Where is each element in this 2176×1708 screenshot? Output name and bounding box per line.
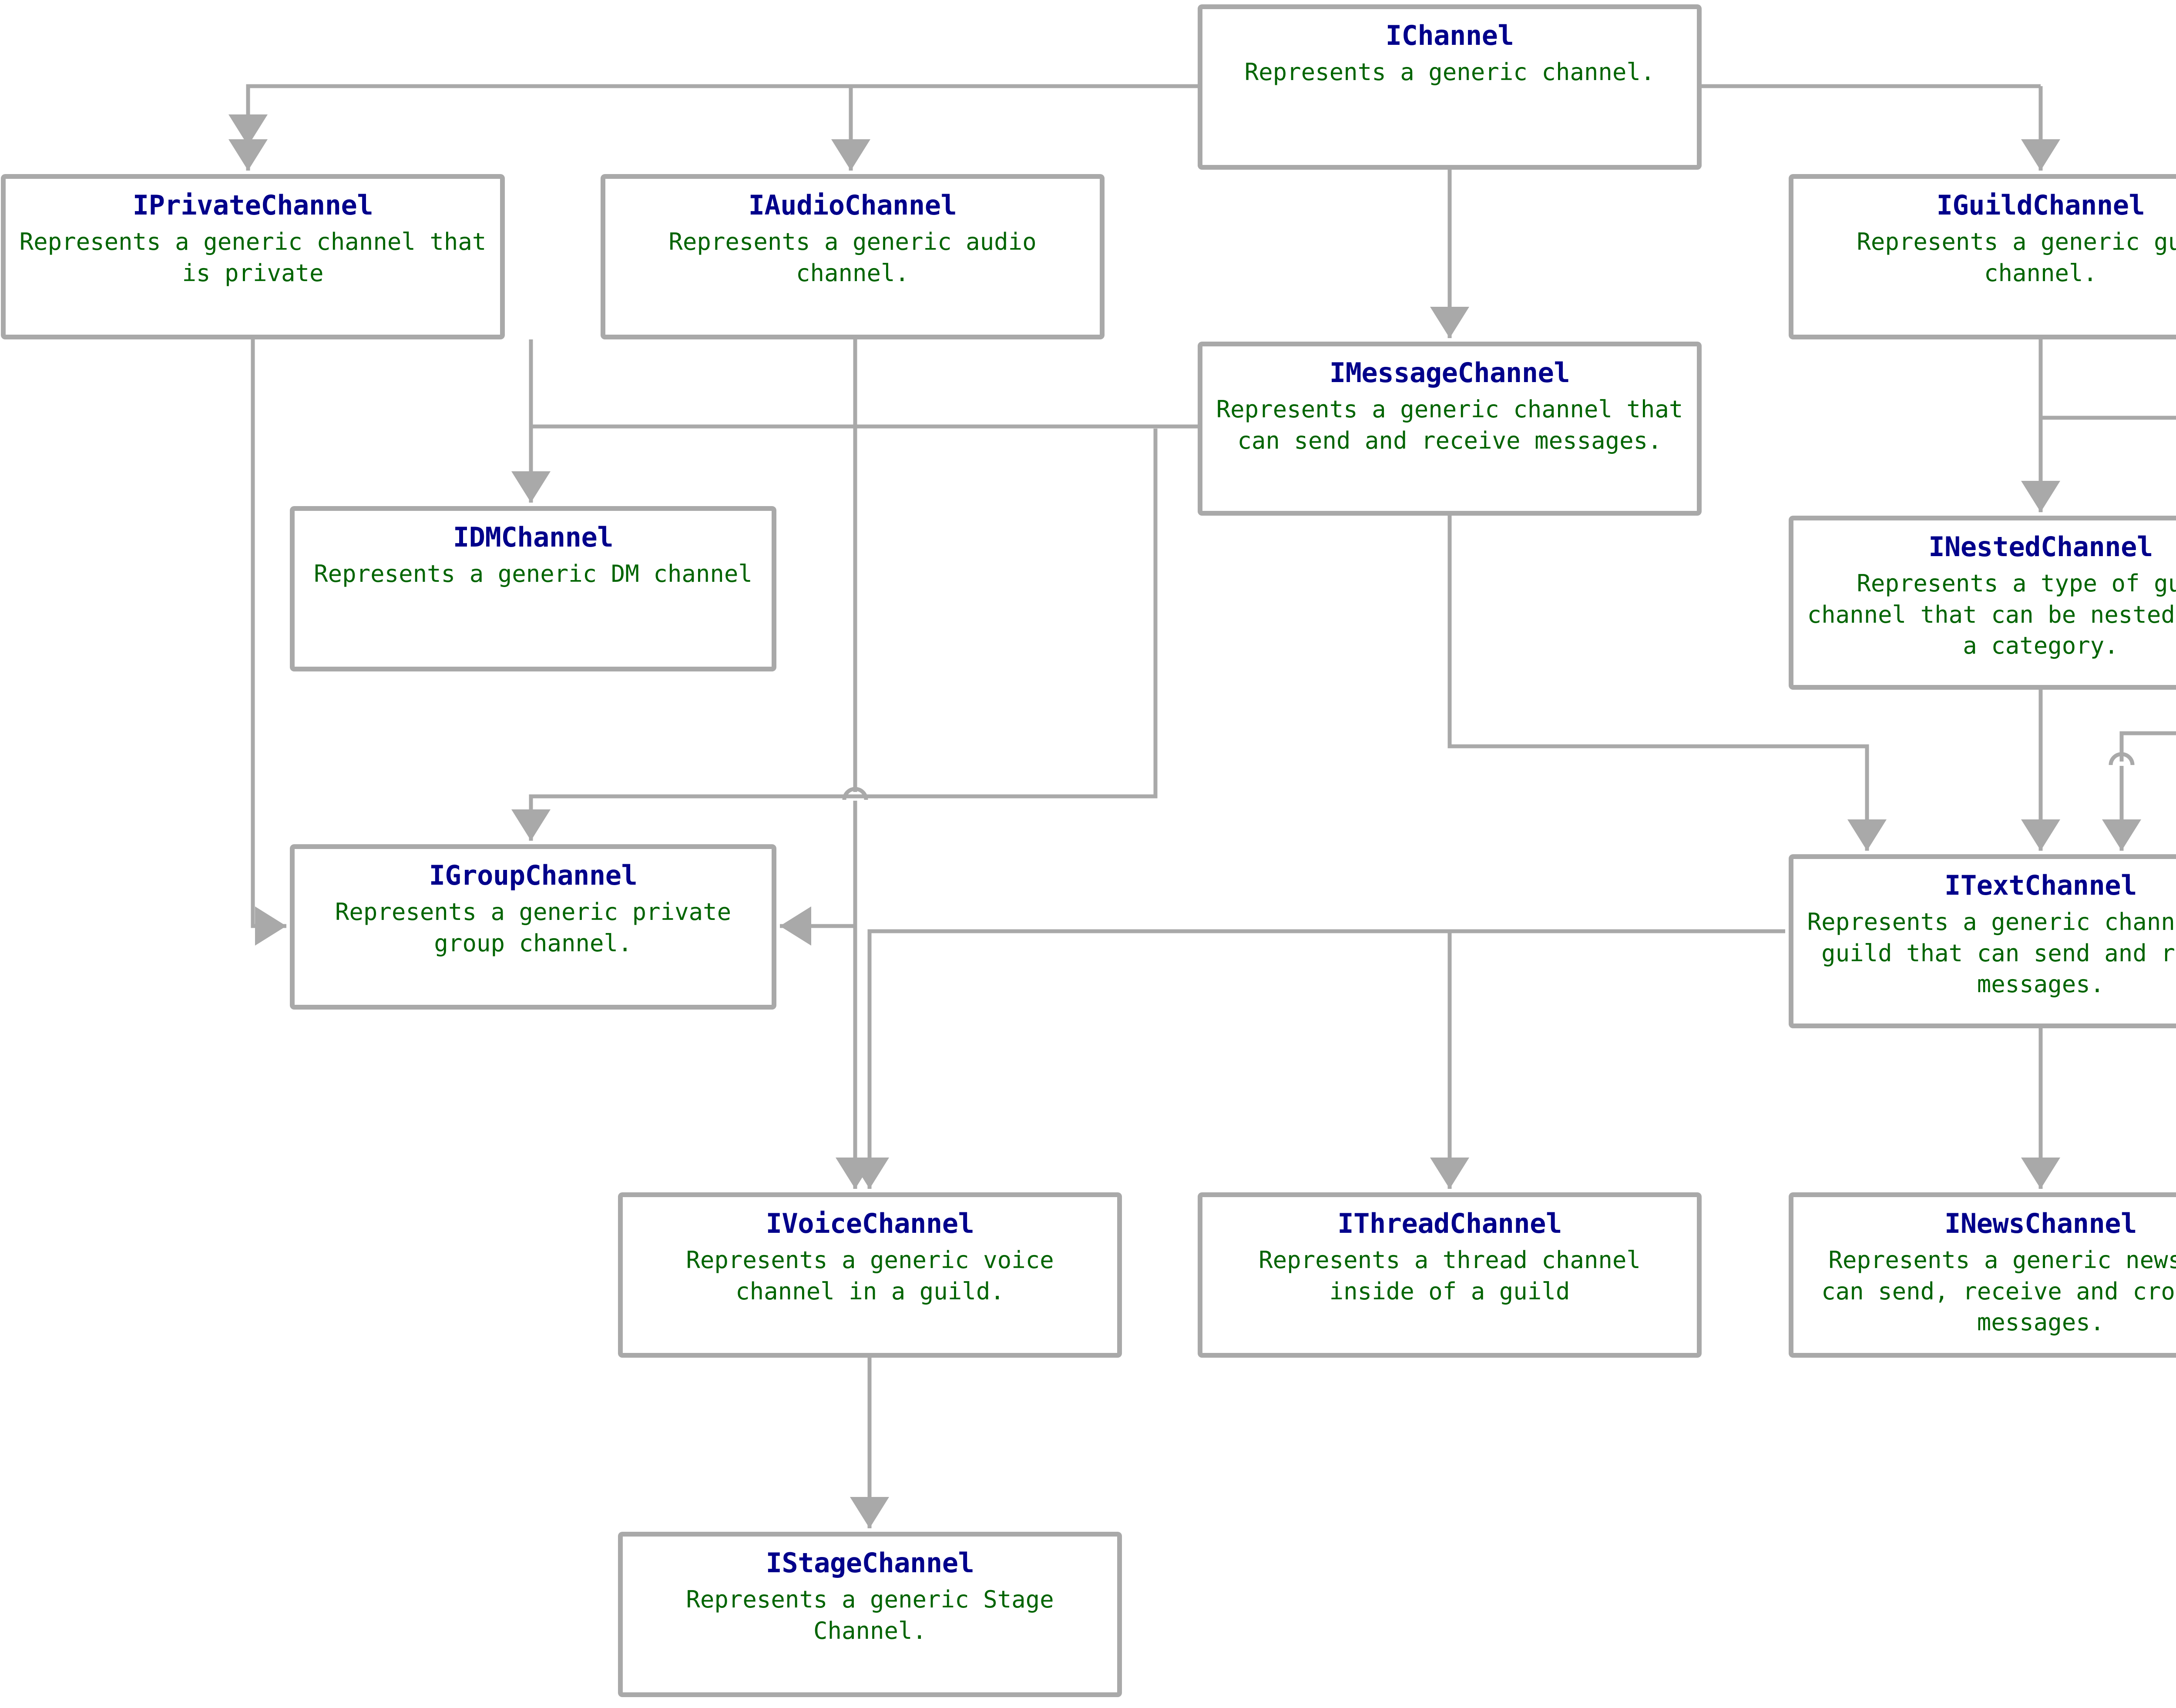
node-description: Represents a thread channel inside of a … [1259,1246,1641,1305]
node-title: IGuildChannel [1936,189,2145,221]
edge-ichannel-iprivatechannel [228,84,1198,146]
node-description: Represents a generic guild channel. [1857,228,2176,287]
node-title: IGroupChannel [429,859,638,891]
edge-hop-arc-1 [842,787,868,800]
node-title: INestedChannel [1928,531,2153,563]
edge-iguildchannel-iintegrationchannel [2041,416,2176,420]
node-title: INewsChannel [1944,1208,2137,1239]
node-description: Represents a generic channel. [1244,58,1655,86]
node-title: IVoiceChannel [766,1208,974,1239]
edge-iprivatechannel-igroupchannel [251,339,286,946]
node-description: Represents a generic channel that can se… [1216,396,1683,454]
edge-iaudiochannel-igroupchannel-2 [780,801,857,946]
node-title: IStageChannel [766,1547,974,1579]
node-description: Represents a generic DM channel [314,560,752,588]
node-title: IAudioChannel [748,189,957,221]
edge-hop-arc-2 [2109,752,2135,765]
node-title: IPrivateChannel [132,189,373,221]
node-description: Represents a generic channel in a guild … [1807,908,2176,998]
node-title: IThreadChannel [1337,1208,1562,1239]
node-description: Represents a generic audio channel. [668,228,1037,287]
node-title: IDMChannel [453,521,614,553]
node-description: Represents a generic channel that is pri… [19,228,487,287]
node-description: Represents a generic voice channel in a … [686,1246,1054,1305]
node-title: ITextChannel [1944,869,2137,901]
node-description: Represents a generic news that can send,… [1821,1246,2176,1336]
node-description: Represents a generic Stage Channel. [686,1586,1054,1644]
node-description: Represents a generic private group chann… [335,898,732,957]
edge-iintegrationchannel-itextchannel [2119,731,2176,762]
node-title: IMessageChannel [1329,357,1570,389]
node-title: IChannel [1385,20,1514,51]
node-description: Represents a type of guild channel that … [1807,570,2176,659]
edge-itextchannel-ivoicechannel [850,929,1785,1189]
